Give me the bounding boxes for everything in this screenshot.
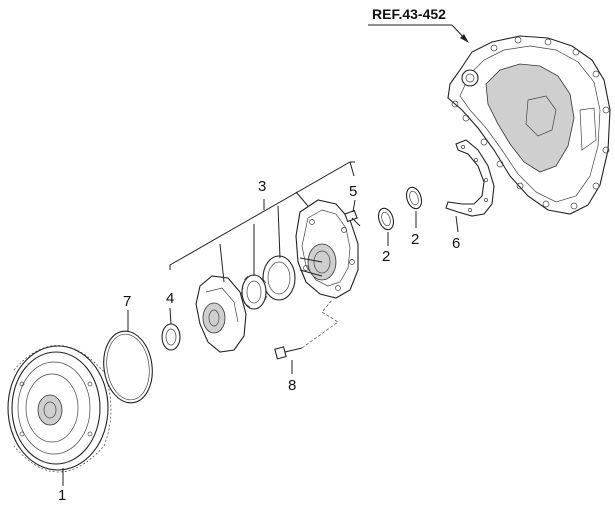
callout-4: 4 [166, 290, 174, 307]
callout-3: 3 [258, 178, 266, 195]
callout-8: 8 [288, 377, 296, 394]
reference-label: REF.43-452 [372, 6, 446, 22]
callout-2a: 2 [382, 248, 390, 265]
callout-1: 1 [58, 487, 66, 504]
callout-7: 7 [123, 293, 131, 310]
oil-pump-housing [295, 199, 359, 299]
pump-bolt [344, 209, 361, 227]
outer-pump-gear [262, 255, 296, 301]
large-o-ring [103, 330, 153, 404]
inner-pump-gear [240, 274, 268, 310]
housing-gasket [445, 139, 495, 217]
leader-lines [62, 161, 459, 486]
callout-2b: 2 [411, 231, 419, 248]
converter-bolt [274, 299, 339, 360]
o-ring-b [405, 186, 423, 210]
reference-arrow [368, 24, 469, 43]
callout-5: 5 [349, 183, 357, 200]
callout-6: 6 [452, 235, 460, 252]
transmission-housing [447, 35, 611, 215]
o-ring-a [377, 207, 395, 231]
oil-seal [161, 323, 181, 351]
torque-converter [7, 345, 112, 473]
pump-cover [195, 275, 247, 353]
